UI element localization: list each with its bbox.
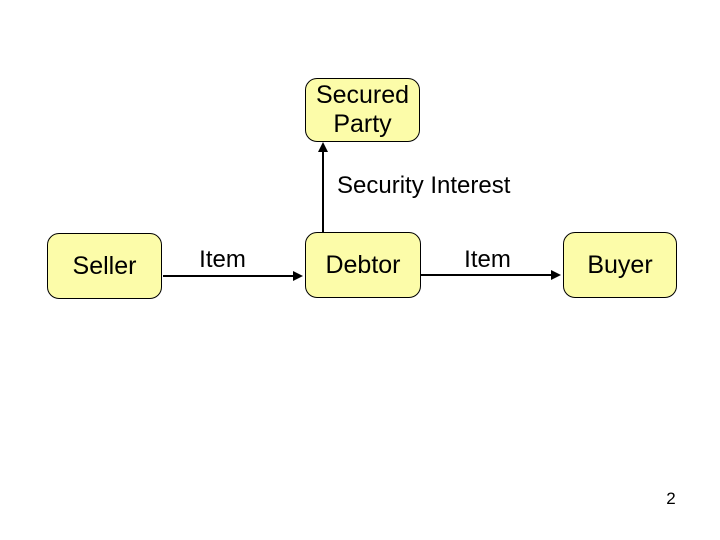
connector-seller-debtor xyxy=(163,275,295,277)
node-debtor-label: Debtor xyxy=(325,250,401,279)
edge-label-item-seller-debtor: Item xyxy=(199,246,246,273)
node-seller: Seller xyxy=(47,233,162,299)
node-buyer: Buyer xyxy=(563,232,677,298)
slide-page-number: 2 xyxy=(666,489,676,508)
connector-debtor-buyer xyxy=(421,274,553,276)
arrowhead-up-icon xyxy=(318,142,328,152)
edge-label-security-interest: Security Interest xyxy=(337,172,511,199)
connector-debtor-secured-party xyxy=(322,149,324,232)
node-debtor: Debtor xyxy=(305,232,421,298)
node-seller-label: Seller xyxy=(72,251,137,280)
node-secured-party-label: Secured Party xyxy=(315,81,410,138)
edge-label-item-debtor-buyer: Item xyxy=(464,246,511,273)
arrowhead-right-icon xyxy=(551,270,561,280)
node-buyer-label: Buyer xyxy=(587,250,653,279)
arrowhead-right-icon xyxy=(293,271,303,281)
node-secured-party: Secured Party xyxy=(305,78,420,142)
